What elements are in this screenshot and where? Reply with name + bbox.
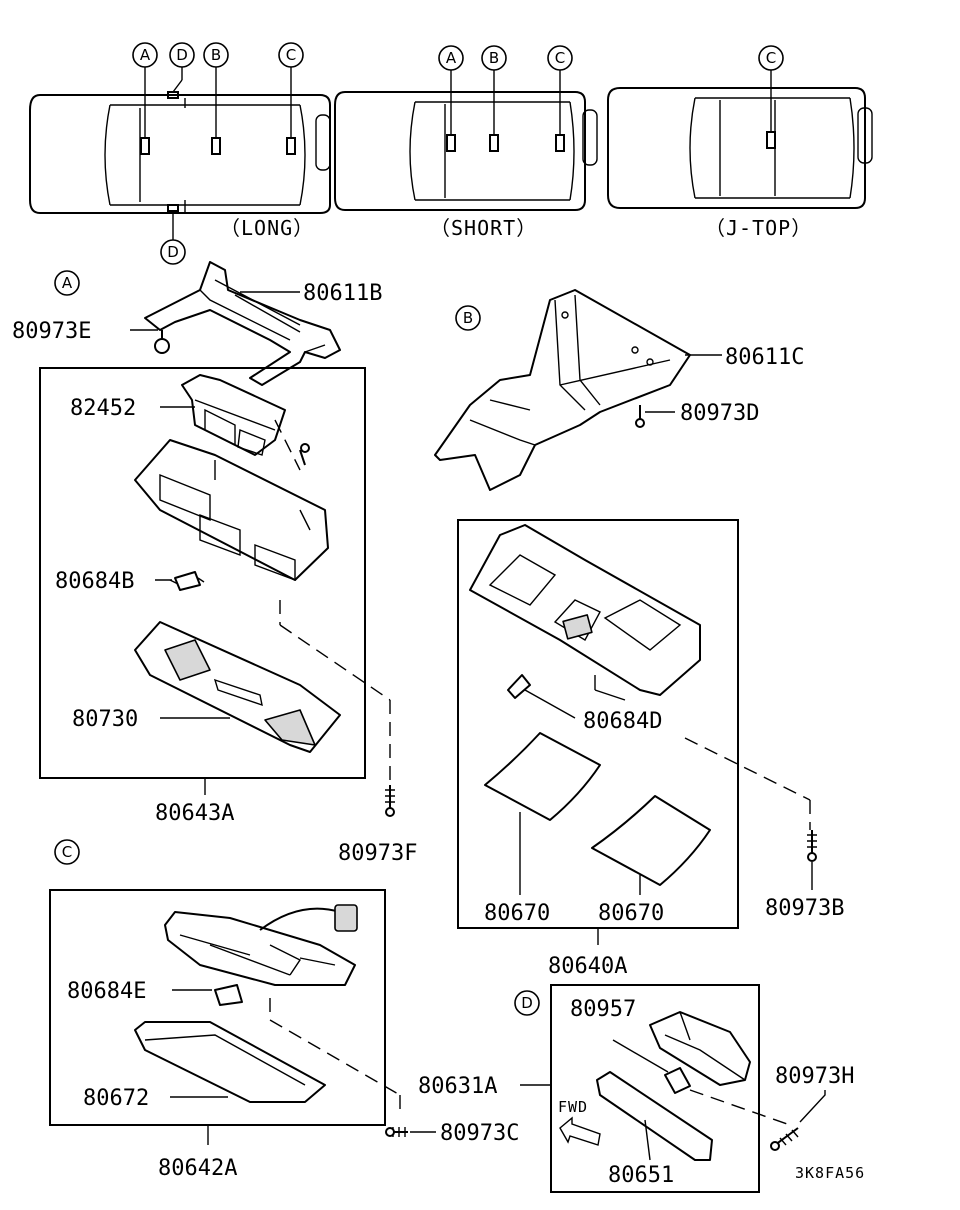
assembly-box-80642a [49,889,386,1126]
section-c: C 80684E 80672 80642A 80973C [49,839,519,1181]
label-80973h: 80973H [775,1064,854,1089]
section-marker-d: D [521,994,533,1012]
marker-a-long: A [140,46,151,64]
lamp-pos-c-jtop [766,131,776,149]
vehicle-jtop: （J-TOP） [607,66,873,240]
vehicle-long: （LONG） [29,66,331,240]
screw-80973h-icon [770,1127,799,1151]
lamp-housing-80643a [134,439,329,581]
screw-80973d-icon [635,405,645,428]
small-screw-icon [299,443,310,466]
label-80670-right: 80670 [598,901,664,926]
label-82452: 82452 [70,396,136,421]
bulb-80684b-icon [169,571,205,591]
label-80973d: 80973D [680,401,759,426]
lamp-pos-a-short [446,134,456,152]
label-80973c: 80973C [440,1121,519,1146]
lamp-housing-80640a [469,524,701,696]
label-80973e: 80973E [12,319,91,344]
fwd-label: FWD [558,1098,588,1116]
screw-80973e-icon [154,330,170,354]
top-markers: A D B C D A B C C [132,42,784,265]
label-80684e: 80684E [67,979,146,1004]
lamp-pos-d-bottom [167,204,179,212]
marker-d-long: D [176,46,188,64]
assembly-box-80631a [550,984,760,1193]
bulb-80684e-icon [214,984,243,1006]
screw-80973c-icon [385,1127,408,1137]
label-80672: 80672 [83,1086,149,1111]
label-80684d: 80684D [583,709,662,734]
vehicle-short: （SHORT） [334,66,598,240]
label-80651: 80651 [608,1163,674,1188]
lamp-housing-80642a [164,911,356,986]
marker-b-long: B [211,46,221,64]
bracket-80611c [434,289,691,491]
label-80973b: 80973B [765,896,844,921]
label-80957: 80957 [570,997,636,1022]
marker-b-short: B [489,49,499,67]
lens-80672 [134,1021,326,1103]
label-80730: 80730 [72,707,138,732]
view-label-long: （LONG） [220,216,314,240]
marker-c-jtop: C [766,49,776,67]
label-80670-left: 80670 [484,901,550,926]
label-80643a: 80643A [155,801,234,826]
cover-80670-left [484,732,601,821]
section-marker-a: A [62,274,73,292]
label-80631a: 80631A [418,1074,497,1099]
section-marker-c: C [62,843,72,861]
marker-c-long: C [286,46,296,64]
bulb-80957-icon [664,1067,691,1094]
lamp-pos-a-long [140,137,150,155]
marker-c-short: C [555,49,565,67]
lamp-pos-b-long [211,137,221,155]
section-marker-b: B [463,309,473,327]
cover-80670-right [591,795,711,886]
screw-80973f-icon [385,785,395,817]
connector-icon [334,904,358,932]
bulb-80684d-icon [507,674,531,699]
assembly-box-80643a [39,367,366,779]
view-label-jtop: （J-TOP） [705,216,812,240]
label-80611c: 80611C [725,345,804,370]
lamp-pos-c-long [286,137,296,155]
label-80973f: 80973F [338,841,417,866]
marker-a-short: A [446,49,457,67]
label-80640a: 80640A [548,954,627,979]
lamp-pos-c-short [555,134,565,152]
screw-80973b-icon [807,830,817,890]
lamp-pos-b-short [489,134,499,152]
diagram-code: 3K8FA56 [795,1164,865,1182]
section-b: B 80611C 80973D 80684D [434,289,844,979]
view-label-short: （SHORT） [430,216,537,240]
label-80611b: 80611B [303,281,382,306]
section-a: A 80611B 80973E 82452 [12,261,417,866]
marker-d-long-bottom: D [167,243,179,261]
label-80684b: 80684B [55,569,134,594]
lens-80651 [596,1071,713,1161]
label-80642a: 80642A [158,1156,237,1181]
section-d: D 80631A 80957 80651 FWD 80973H [418,984,854,1193]
fwd-arrow-icon [559,1116,601,1146]
